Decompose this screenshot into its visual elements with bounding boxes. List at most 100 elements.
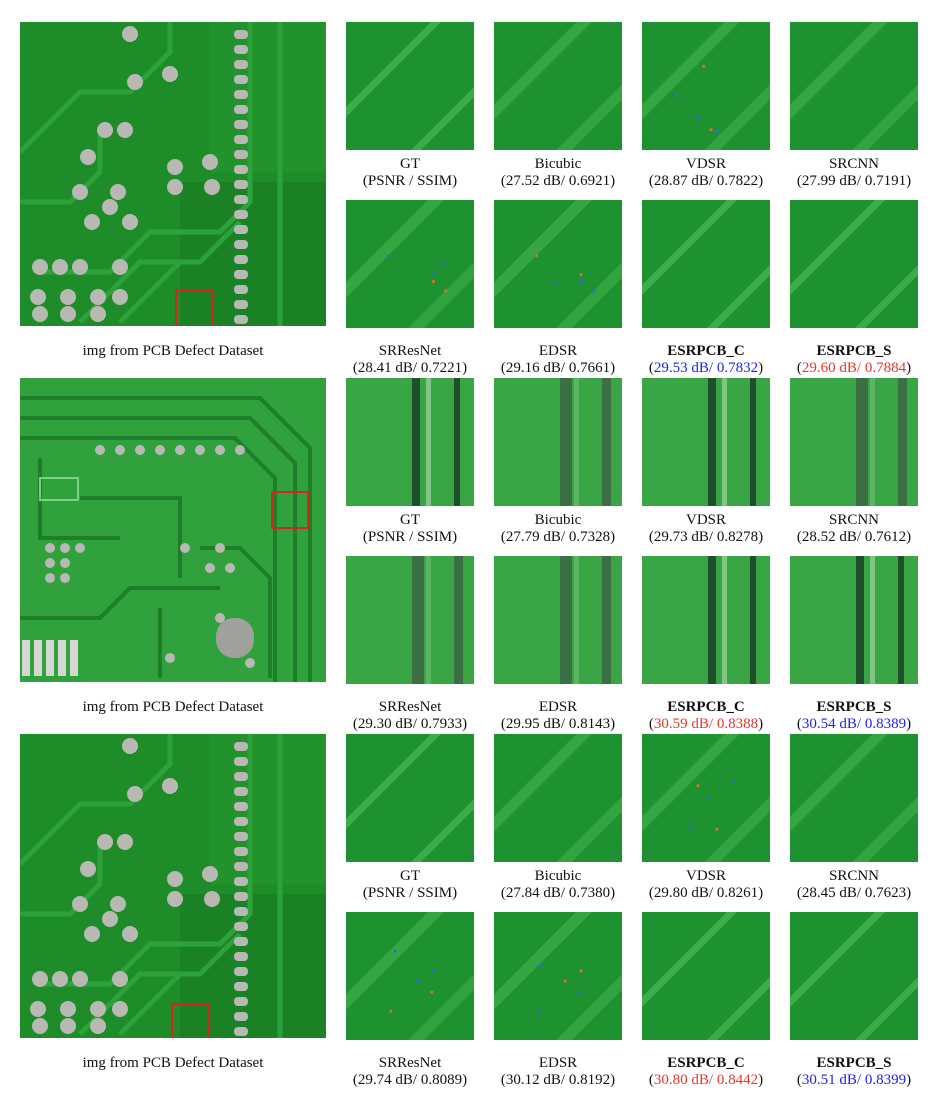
- solder-pad: [117, 122, 133, 138]
- artifact-dot: [731, 779, 735, 783]
- paren-close: ): [758, 360, 764, 376]
- paren-open: (: [796, 360, 802, 376]
- header-pin: [234, 772, 248, 781]
- method-name: GT: [400, 512, 420, 528]
- trace-1: [40, 22, 253, 275]
- zoom-crop-esrpcb-c: [642, 556, 770, 684]
- zoom-crop-srcnn: [790, 22, 918, 150]
- zoom-crop-esrpcb-s: [790, 912, 918, 1040]
- zoom-region-box: [171, 1003, 209, 1038]
- vertical-trace: [454, 556, 463, 684]
- header-pin: [234, 135, 248, 144]
- method-caption: ESRPCB_C(29.53 dB/ 0.7832): [626, 343, 786, 377]
- diagonal-trace: [346, 912, 444, 1010]
- vertical-trace: [898, 378, 907, 506]
- diagonal-trace: [642, 912, 737, 1007]
- header-pin: [234, 240, 248, 249]
- solder-pad: [110, 896, 126, 912]
- method-name: SRCNN: [828, 512, 880, 528]
- artifact-dot: [389, 1009, 393, 1013]
- zoom-crop-bicubic: [494, 378, 622, 506]
- paren-close: ): [906, 1072, 912, 1088]
- artifact-dot: [415, 979, 419, 983]
- paren-close: ): [906, 360, 912, 376]
- metric-value: (PSNR / SSIM): [362, 885, 458, 901]
- edge-pin: [58, 640, 66, 676]
- method-name: GT: [400, 868, 420, 884]
- vertical-trace: [856, 556, 864, 684]
- solder-pad: [122, 926, 138, 942]
- header-pin: [234, 285, 248, 294]
- method-caption: ESRPCB_S(30.51 dB/ 0.8399): [774, 1055, 934, 1089]
- trace-4: [118, 260, 182, 324]
- method-name: SRResNet: [378, 343, 442, 359]
- metric-value: (27.84 dB/ 0.7380): [500, 885, 616, 901]
- diagonal-trace: [346, 22, 441, 117]
- artifact-dot: [696, 116, 700, 120]
- method-name: VDSR: [685, 868, 726, 884]
- solder-pad: [60, 558, 70, 568]
- trace-edge: [574, 556, 579, 684]
- method-name: ESRPCB_S: [816, 1055, 892, 1071]
- solder-pad: [102, 199, 118, 215]
- solder-pad: [32, 1018, 48, 1034]
- diagonal-trace: [790, 200, 885, 295]
- zoom-crop-srcnn: [790, 378, 918, 506]
- solder-pad: [110, 184, 126, 200]
- artifact-dot: [431, 969, 435, 973]
- solder-pad: [60, 1001, 76, 1017]
- header-pin: [234, 60, 248, 69]
- trace-edge: [722, 556, 727, 684]
- solder-pad: [52, 971, 68, 987]
- diagonal-trace: [852, 84, 918, 150]
- metric-value: (29.30 dB/ 0.7933): [352, 716, 468, 732]
- metric-value: (28.45 dB/ 0.7623): [796, 885, 912, 901]
- method-caption: SRCNN(28.45 dB/ 0.7623): [774, 868, 934, 902]
- method-caption: EDSR(29.95 dB/ 0.8143): [478, 699, 638, 733]
- solder-pad: [84, 214, 100, 230]
- header-pin: [234, 922, 248, 931]
- overview-caption: img from PCB Defect Dataset: [82, 1055, 264, 1071]
- diagonal-trace: [556, 796, 622, 862]
- trace-4: [80, 496, 182, 578]
- method-caption: GT(PSNR / SSIM): [330, 156, 490, 190]
- method-name: SRCNN: [828, 156, 880, 172]
- solder-pad: [122, 738, 138, 754]
- vertical-trace: [750, 556, 756, 684]
- solder-pad: [60, 1018, 76, 1034]
- trace-2: [78, 220, 242, 324]
- trace-edge: [426, 378, 431, 506]
- silkscreen-box: [39, 477, 79, 501]
- artifact-dot: [579, 969, 583, 973]
- artifact-dot: [715, 827, 719, 831]
- method-caption: SRResNet(29.74 dB/ 0.8089): [330, 1055, 490, 1089]
- header-pin: [234, 1012, 248, 1021]
- method-name: EDSR: [538, 343, 578, 359]
- header-pin: [234, 787, 248, 796]
- solder-pad: [235, 445, 245, 455]
- paren-open: (: [648, 1072, 654, 1088]
- metric-value: (29.60 dB/ 0.7884): [774, 360, 934, 377]
- solder-pad: [202, 866, 218, 882]
- artifact-dot: [386, 254, 391, 258]
- header-pin: [234, 952, 248, 961]
- method-caption: ESRPCB_C(30.80 dB/ 0.8442): [626, 1055, 786, 1089]
- zoom-crop-srresnet: [346, 912, 474, 1040]
- diagonal-trace: [790, 912, 885, 1007]
- paren-open: (: [648, 716, 654, 732]
- zoom-crop-esrpcb-s: [790, 200, 918, 328]
- solder-pad: [32, 306, 48, 322]
- artifact-dot: [534, 254, 539, 258]
- trace-1: [40, 734, 253, 987]
- solder-pad: [90, 1001, 106, 1017]
- vertical-trace: [708, 556, 716, 684]
- solder-pad: [72, 896, 88, 912]
- artifact-dot: [430, 990, 434, 994]
- metric-value: (29.73 dB/ 0.8278): [648, 529, 764, 545]
- method-caption: SRResNet(29.30 dB/ 0.7933): [330, 699, 490, 733]
- zoom-crop-vdsr: [642, 378, 770, 506]
- vertical-trace: [750, 378, 756, 506]
- method-caption: GT(PSNR / SSIM): [330, 868, 490, 902]
- solder-pad: [45, 558, 55, 568]
- overview-image: [20, 378, 326, 682]
